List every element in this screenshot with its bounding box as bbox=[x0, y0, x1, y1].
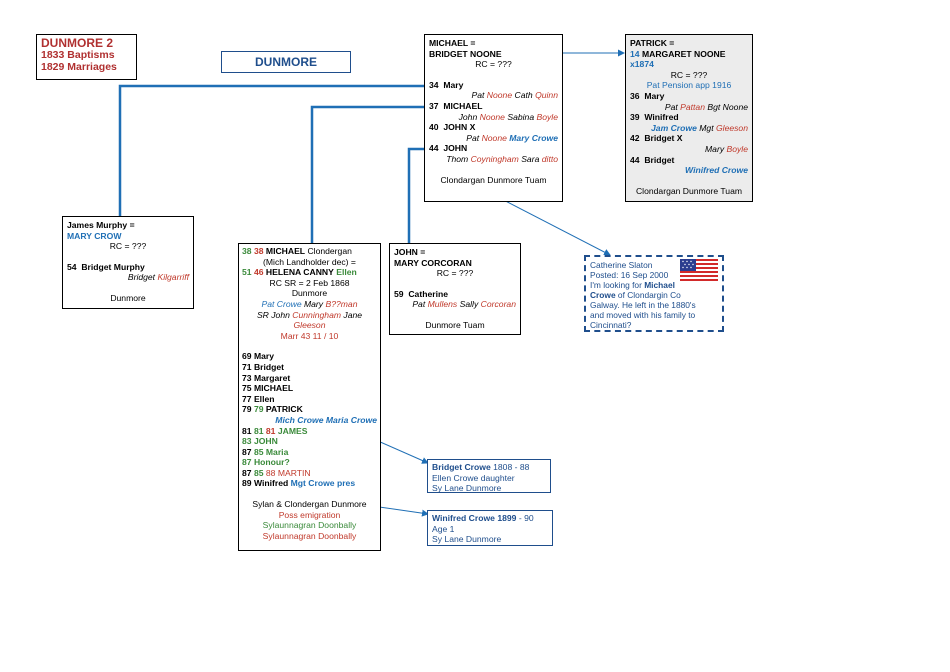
patrick-h2: 14 MARGARET NOONE bbox=[630, 48, 726, 59]
james-h1: James Murphy = bbox=[67, 220, 135, 230]
patrick-place: Clondargan Dunmore Tuam bbox=[635, 185, 743, 196]
james-child-1-sponsors: Bridget Kilgarriff bbox=[127, 272, 189, 283]
msg-line-4: Crowe of Clondargin Co bbox=[590, 290, 681, 300]
michael-child-3-sponsors: Pat Noone Mary Crowe bbox=[466, 132, 558, 143]
john-child-1: 59 Catherine bbox=[394, 288, 448, 299]
michael2-child-honour: 87 Honour? bbox=[242, 457, 290, 468]
michael-child-3: 40 JOHN X bbox=[429, 122, 476, 133]
title-line-1: DUNMORE 2 bbox=[41, 36, 114, 50]
message-board-note: Catherine Slaton Posted: 16 Sep 2000 I'm… bbox=[584, 255, 724, 332]
michael-child-1: 34 Mary bbox=[429, 79, 464, 90]
arrow-michael-message bbox=[491, 193, 611, 256]
michael2-sponsors-2: SR John Cunningham Jane bbox=[256, 309, 363, 320]
james-child-1: 54 Bridget Murphy bbox=[67, 261, 145, 272]
michael2-child-martin: 87 85 88 MARTIN bbox=[242, 467, 311, 478]
michael2-place-1: Sylan & Clondergan Dunmore bbox=[252, 499, 367, 510]
michael2-child-michael: 75 MICHAEL bbox=[242, 383, 294, 394]
place-label: DUNMORE bbox=[221, 51, 351, 73]
msg-line-7: Cincinnati? bbox=[590, 320, 632, 330]
title-box: DUNMORE 2 1833 Baptisms 1829 Marriages bbox=[36, 34, 137, 80]
msg-date: Posted: 16 Sep 2000 bbox=[590, 270, 669, 280]
patrick-child-4-sponsors: Winifred Crowe bbox=[685, 165, 748, 176]
patrick-rc: RC = ??? bbox=[670, 69, 708, 80]
note-winifred-crowe: Winifred Crowe 1899 - 90 Age 1 Sy Lane D… bbox=[427, 510, 553, 546]
note-bridget-name: Bridget Crowe 1808 - 88 bbox=[432, 462, 530, 472]
title-line-3: 1829 Marriages bbox=[41, 61, 117, 73]
john-h1: JOHN = bbox=[394, 247, 426, 257]
michael-h1: MICHAEL = bbox=[429, 38, 476, 48]
michael2-sponsors-3: Gleeson bbox=[293, 320, 326, 331]
james-rc: RC = ??? bbox=[109, 241, 147, 252]
james-place: Dunmore bbox=[110, 292, 146, 303]
michael2-child-ellen: 77 Ellen bbox=[242, 393, 275, 404]
michael2-place-4: Sylaunnagran Doonbally bbox=[262, 530, 357, 541]
family-box-james-murphy: James Murphy = MARY CROW RC = ??? 54 Bri… bbox=[62, 216, 194, 309]
patrick-pension: Pat Pension app 1916 bbox=[646, 80, 732, 91]
michael2-place-2: Poss emigration bbox=[278, 509, 341, 520]
michael2-child-winifred: 89 Winifred Mgt Crowe pres bbox=[242, 478, 356, 489]
msg-line-5: Galway. He left in the 1880's bbox=[590, 300, 696, 310]
patrick-child-2-sponsors: Jam Crowe Mgt Gleeson bbox=[651, 122, 748, 133]
michael2-child-patrick: 79 79 PATRICK bbox=[242, 404, 303, 415]
michael2-child-maria: 87 85 Maria bbox=[242, 446, 289, 457]
msg-line-3: I'm looking for Michael bbox=[590, 280, 675, 290]
michael-rc: RC = ??? bbox=[475, 59, 512, 70]
line-to-michael2 bbox=[310, 105, 426, 244]
michael2-h1: 38 38 MICHAEL Clondergan bbox=[242, 246, 352, 256]
michael2-child-bridget: 71 Bridget bbox=[242, 361, 285, 372]
patrick-child-4: 44 Bridget bbox=[630, 154, 675, 165]
michael2-child-margaret: 73 Margaret bbox=[242, 372, 291, 383]
note-winifred-name: Winifred Crowe 1899 - 90 bbox=[432, 513, 534, 523]
michael-place: Clondargan Dunmore Tuam bbox=[440, 174, 547, 185]
patrick-child-2: 39 Winifred bbox=[630, 112, 679, 123]
note-bridget-line-3: Sy Lane Dunmore bbox=[432, 483, 502, 494]
family-box-michael-helena-canny: 38 38 MICHAEL Clondergan (Mich Landholde… bbox=[238, 243, 381, 551]
family-box-john-mary-corcoran: JOHN = MARY CORCORAN RC = ??? 59 Catheri… bbox=[389, 243, 521, 335]
michael2-marriage: Marr 43 11 / 10 bbox=[280, 330, 339, 341]
john-place: Dunmore Tuam bbox=[425, 319, 485, 330]
note-winifred-line-3: Sy Lane Dunmore bbox=[432, 534, 502, 545]
michael-child-2: 37 MICHAEL bbox=[429, 100, 483, 111]
michael-child-2-sponsors: John Noone Sabina Boyle bbox=[458, 111, 558, 122]
line-to-james bbox=[118, 84, 426, 216]
title-line-2: 1833 Baptisms bbox=[41, 49, 115, 61]
john-child-1-sponsors: Pat Mullens Sally Corcoran bbox=[412, 299, 516, 310]
patrick-h3: x1874 bbox=[630, 59, 654, 70]
patrick-child-3-sponsors: Mary Boyle bbox=[705, 143, 748, 154]
michael2-location: Dunmore bbox=[291, 288, 328, 299]
michael2-sponsors-1: Pat Crowe Mary B??man bbox=[261, 298, 358, 309]
michael2-child-patrick-sponsors: Mich Crowe Maria Crowe bbox=[275, 414, 377, 425]
michael2-rc: RC SR = 2 Feb 1868 bbox=[269, 277, 350, 288]
line-to-john bbox=[407, 147, 426, 244]
michael2-place-3: Sylaunnagran Doonbally bbox=[262, 520, 357, 531]
james-h2: MARY CROW bbox=[67, 230, 122, 241]
note-bridget-line-2: Ellen Crowe daughter bbox=[432, 472, 515, 483]
us-flag-icon bbox=[680, 259, 718, 281]
john-h2: MARY CORCORAN bbox=[394, 257, 472, 268]
michael2-h2: (Mich Landholder dec) = bbox=[263, 256, 356, 267]
michael-child-4-sponsors: Thom Coyningham Sara ditto bbox=[446, 153, 558, 164]
patrick-child-3: 42 Bridget X bbox=[630, 133, 683, 144]
patrick-child-1-sponsors: Pat Pattan Bgt Noone bbox=[664, 101, 748, 112]
michael2-child-mary: 69 Mary bbox=[242, 351, 275, 362]
note-bridget-crowe: Bridget Crowe 1808 - 88 Ellen Crowe daug… bbox=[427, 459, 551, 493]
patrick-child-1: 36 Mary bbox=[630, 90, 665, 101]
michael-child-1-sponsors: Pat Noone Cath Quinn bbox=[471, 90, 559, 101]
michael2-child-james: 81 81 81 JAMES bbox=[242, 425, 308, 436]
michael-child-4: 44 JOHN bbox=[429, 143, 468, 154]
michael-h2: BRIDGET NOONE bbox=[429, 48, 502, 59]
note-winifred-line-2: Age 1 bbox=[432, 523, 455, 534]
john-rc: RC = ??? bbox=[436, 268, 474, 279]
michael2-child-john: 83 JOHN bbox=[242, 436, 278, 447]
patrick-h1: PATRICK = bbox=[630, 38, 675, 48]
msg-line-6: and moved with his family to bbox=[590, 310, 696, 320]
family-box-patrick-margaret-noone: PATRICK = 14 MARGARET NOONE x1874 RC = ?… bbox=[625, 34, 753, 202]
msg-author: Catherine Slaton bbox=[590, 260, 653, 270]
family-box-michael-bridget-noone: MICHAEL = BRIDGET NOONE RC = ??? 34 Mary… bbox=[424, 34, 563, 202]
michael2-h3: 51 46 HELENA CANNY Ellen bbox=[242, 267, 357, 278]
